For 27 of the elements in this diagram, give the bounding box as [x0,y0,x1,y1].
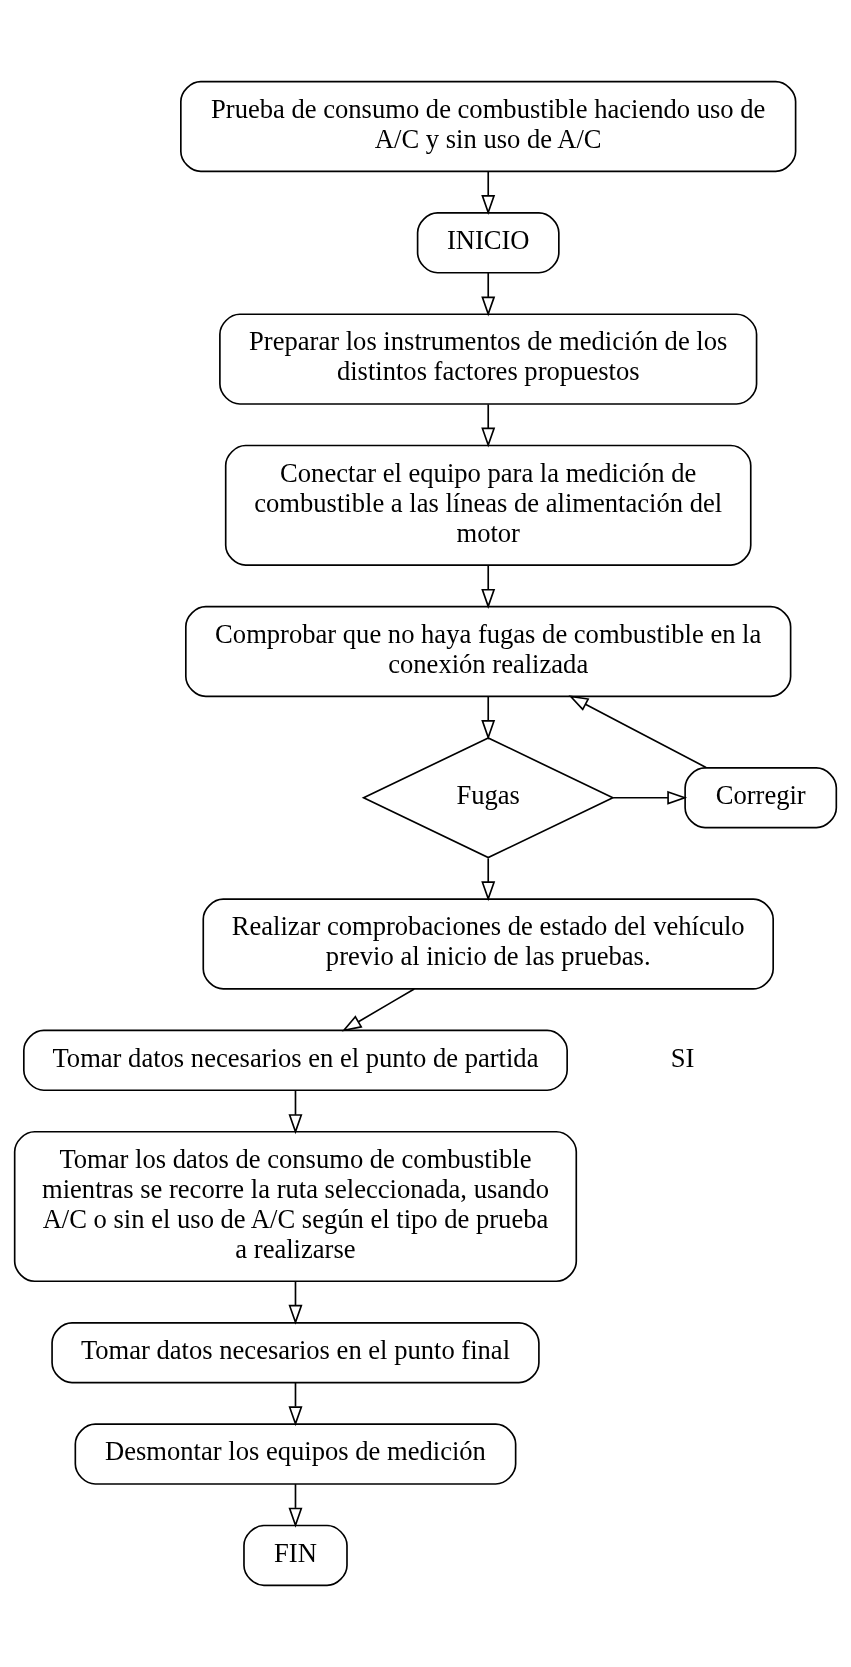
node-box: Realizar comprobaciones de estado del vehículo previo al inicio de las pruebas. [202,898,774,990]
arrow [568,695,707,769]
arrow [481,696,496,740]
arrow [481,170,496,215]
arrow [481,403,496,448]
node-box: FIN [243,1524,348,1587]
node-box: Preparar los instrumentos de medición de los distintos factores propuestos [219,313,758,405]
node-box: Tomar los datos de consumo de combustible mientras se recorre la ruta seleccionada, usando A/C o sin el uso de A/C según el tipo de prueba a realizarse [13,1130,578,1283]
node-box: Tomar datos necesarios en el punto final [51,1322,540,1384]
node-box: Prueba de consumo de combustible haciendo uso de A/C y sin uso de A/C [180,80,797,173]
arrow [288,1280,303,1325]
label: SI [670,1042,695,1073]
node-box: Conectar el equipo para la medición de combustible a las líneas de alimentación del motor [224,444,752,566]
arrow [288,1090,303,1135]
node-diamond: Fugas [361,737,615,859]
node-box: Corregir [684,767,838,829]
node-box: INICIO [416,212,560,274]
arrow [288,1483,303,1528]
node-box: Tomar datos necesarios en el punto de partida [23,1029,568,1092]
arrow [612,790,688,805]
arrow [481,857,496,902]
arrow [481,565,496,609]
node-box: Desmontar los equipos de medición [74,1423,517,1485]
node-box: Comprobar que no haya fugas de combustible en la conexión realizada [185,605,792,698]
arrow [288,1381,303,1427]
arrow [341,988,416,1032]
arrow [481,272,496,317]
